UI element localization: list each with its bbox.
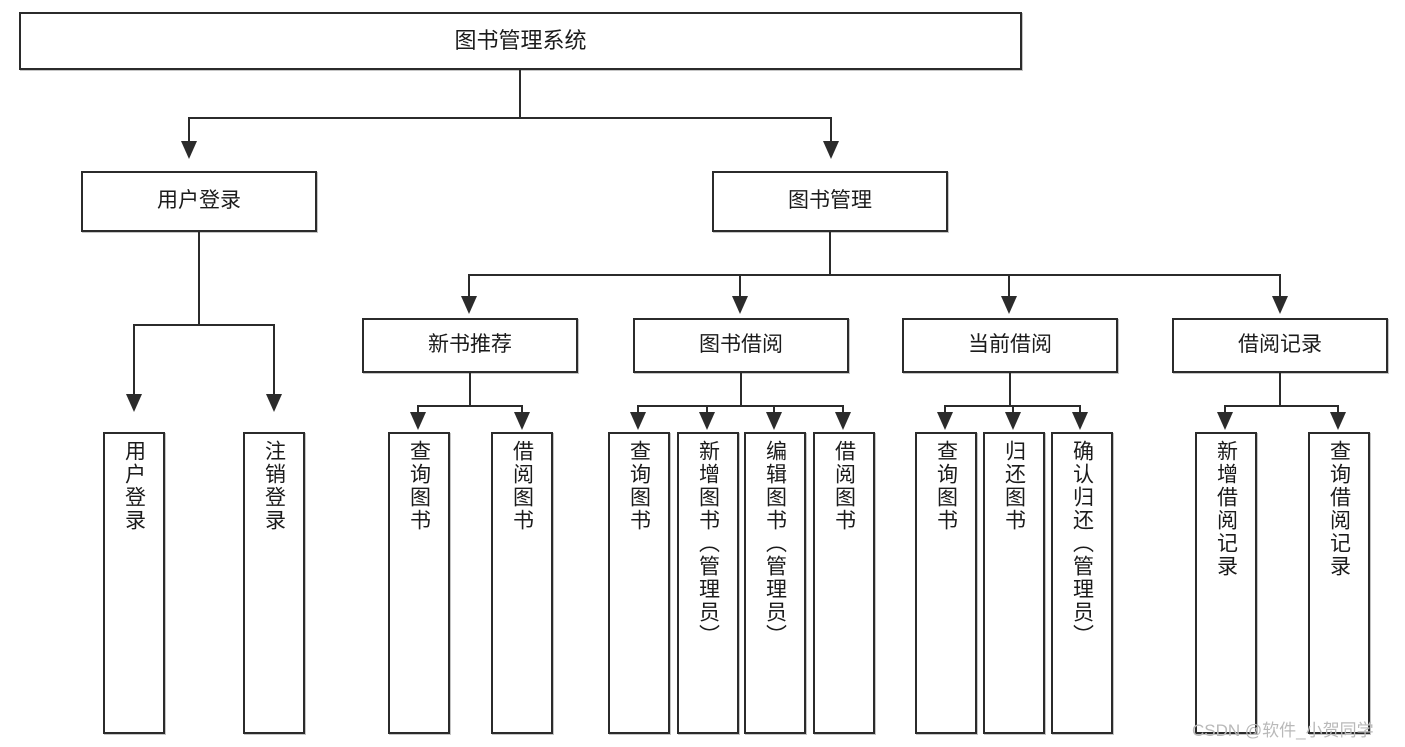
connector-bb-drop-4 <box>842 405 844 415</box>
node-label: 借阅图书 <box>510 440 534 532</box>
connector-book-management-bus <box>468 274 1280 276</box>
connector-cb-drop-3 <box>1079 405 1081 415</box>
arrow-to-leaf-cb-1 <box>937 412 953 430</box>
connector-bb-bus <box>637 405 844 407</box>
arrow-to-leaf-nbr-2 <box>514 412 530 430</box>
connector-br-bus <box>1224 405 1339 407</box>
connector-root-drop-1 <box>188 117 190 143</box>
connector-user-login-bus <box>133 324 274 326</box>
node-label: 新增借阅记录 <box>1214 440 1238 578</box>
connector-bb-drop-2 <box>706 405 708 415</box>
node-label: 借阅记录 <box>1238 333 1322 357</box>
leaf-cb-confirm-return[interactable]: 确认归还（管理员） <box>1051 432 1113 734</box>
connector-br-stem <box>1279 373 1281 406</box>
node-label: 新书推荐 <box>428 333 512 357</box>
arrow-to-leaf-bb-3 <box>766 412 782 430</box>
connector-root-stem <box>519 70 521 118</box>
node-label: 当前借阅 <box>968 333 1052 357</box>
arrow-to-leaf-cb-3 <box>1072 412 1088 430</box>
connector-nbr-bus <box>417 405 523 407</box>
leaf-bb-query-book[interactable]: 查询图书 <box>608 432 670 734</box>
connector-root-drop-2 <box>830 117 832 143</box>
node-label: 新增图书（管理员） <box>696 440 720 647</box>
connector-br-drop-2 <box>1337 405 1339 415</box>
node-label: 图书借阅 <box>699 333 783 357</box>
connector-nbr-drop-1 <box>417 405 419 415</box>
leaf-br-query-record[interactable]: 查询借阅记录 <box>1308 432 1370 734</box>
node-book-management-system[interactable]: 图书管理系统 <box>19 12 1022 70</box>
leaf-bb-add-book[interactable]: 新增图书（管理员） <box>677 432 739 734</box>
connector-bb-drop-3 <box>773 405 775 415</box>
arrow-to-user-login <box>181 141 197 159</box>
arrow-to-book-management <box>823 141 839 159</box>
connector-cb-stem <box>1009 373 1011 406</box>
arrow-to-leaf-bb-2 <box>699 412 715 430</box>
arrow-to-leaf-cb-2 <box>1005 412 1021 430</box>
connector-bm-drop-3 <box>1008 274 1010 298</box>
node-label: 编辑图书（管理员） <box>763 440 787 647</box>
connector-bb-drop-1 <box>637 405 639 415</box>
leaf-user-login[interactable]: 用户登录 <box>103 432 165 734</box>
connector-bm-drop-4 <box>1279 274 1281 298</box>
node-label: 查询图书 <box>407 440 431 532</box>
node-label: 查询图书 <box>627 440 651 532</box>
leaf-nbr-borrow-book[interactable]: 借阅图书 <box>491 432 553 734</box>
arrow-to-leaf-bb-4 <box>835 412 851 430</box>
connector-bm-drop-1 <box>468 274 470 298</box>
connector-nbr-drop-2 <box>521 405 523 415</box>
node-book-borrow[interactable]: 图书借阅 <box>633 318 849 373</box>
node-borrow-record[interactable]: 借阅记录 <box>1172 318 1388 373</box>
node-new-book-recommend[interactable]: 新书推荐 <box>362 318 578 373</box>
connector-br-drop-1 <box>1224 405 1226 415</box>
leaf-logout[interactable]: 注销登录 <box>243 432 305 734</box>
arrow-to-leaf-br-1 <box>1217 412 1233 430</box>
arrow-to-leaf-br-2 <box>1330 412 1346 430</box>
connector-nbr-stem <box>469 373 471 406</box>
arrow-to-leaf-bb-1 <box>630 412 646 430</box>
node-label: 借阅图书 <box>832 440 856 532</box>
arrow-to-borrow-record <box>1272 296 1288 314</box>
connector-bb-stem <box>740 373 742 406</box>
node-label: 用户登录 <box>122 440 146 532</box>
arrow-to-leaf-user-login <box>126 394 142 412</box>
node-user-login[interactable]: 用户登录 <box>81 171 317 232</box>
leaf-bb-borrow-book[interactable]: 借阅图书 <box>813 432 875 734</box>
node-current-borrow[interactable]: 当前借阅 <box>902 318 1118 373</box>
arrow-to-leaf-logout <box>266 394 282 412</box>
arrow-to-leaf-nbr-1 <box>410 412 426 430</box>
node-label: 查询借阅记录 <box>1327 440 1351 578</box>
leaf-cb-query-book[interactable]: 查询图书 <box>915 432 977 734</box>
arrow-to-book-borrow <box>732 296 748 314</box>
leaf-br-add-record[interactable]: 新增借阅记录 <box>1195 432 1257 734</box>
node-label: 查询图书 <box>934 440 958 532</box>
connector-user-login-stem <box>198 232 200 325</box>
node-label: 注销登录 <box>262 440 286 532</box>
leaf-bb-edit-book[interactable]: 编辑图书（管理员） <box>744 432 806 734</box>
connector-cb-drop-1 <box>944 405 946 415</box>
node-label: 用户登录 <box>157 189 241 213</box>
connector-bm-drop-2 <box>739 274 741 298</box>
leaf-nbr-query-book[interactable]: 查询图书 <box>388 432 450 734</box>
connector-cb-drop-2 <box>1012 405 1014 415</box>
arrow-to-current-borrow <box>1001 296 1017 314</box>
node-label: 归还图书 <box>1002 440 1026 532</box>
node-label: 确认归还（管理员） <box>1070 440 1094 647</box>
leaf-cb-return-book[interactable]: 归还图书 <box>983 432 1045 734</box>
watermark-text: CSDN @软件_小贺同学 <box>1192 721 1374 740</box>
node-book-management[interactable]: 图书管理 <box>712 171 948 232</box>
node-label: 图书管理系统 <box>454 28 587 54</box>
connector-root-bus <box>188 117 832 119</box>
arrow-to-new-book-recommend <box>461 296 477 314</box>
connector-user-login-drop-1 <box>133 324 135 396</box>
node-label: 图书管理 <box>788 189 872 213</box>
connector-user-login-drop-2 <box>273 324 275 396</box>
connector-book-management-stem <box>829 232 831 275</box>
